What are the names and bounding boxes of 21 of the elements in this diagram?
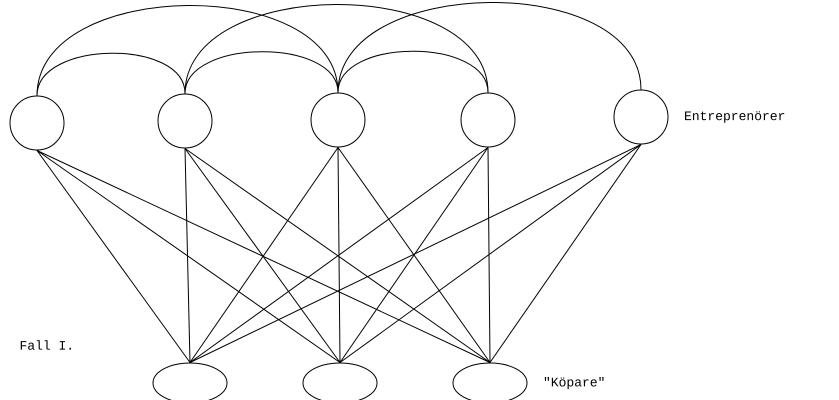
connector-line bbox=[36, 150, 340, 363]
arc-line bbox=[36, 5, 338, 96]
circle-node bbox=[10, 96, 64, 150]
node-label: "Köpare" bbox=[544, 376, 604, 390]
connector-line bbox=[190, 144, 642, 363]
circle-node bbox=[614, 90, 668, 144]
connector-line bbox=[36, 150, 190, 363]
arc-line bbox=[184, 4, 488, 94]
arc-line bbox=[338, 50, 488, 93]
connector-line bbox=[340, 144, 642, 363]
circle-node bbox=[460, 92, 516, 148]
connector-line bbox=[338, 147, 340, 363]
arc-line bbox=[338, 2, 642, 93]
connector-line bbox=[184, 148, 190, 363]
connector-line bbox=[490, 144, 642, 363]
connector-line bbox=[36, 150, 490, 363]
node-label: Entreprenörer bbox=[685, 111, 784, 123]
case-label: Fall I. bbox=[20, 340, 71, 350]
connector-line bbox=[488, 147, 490, 363]
circle-node bbox=[158, 94, 212, 148]
circle-node bbox=[310, 92, 366, 148]
